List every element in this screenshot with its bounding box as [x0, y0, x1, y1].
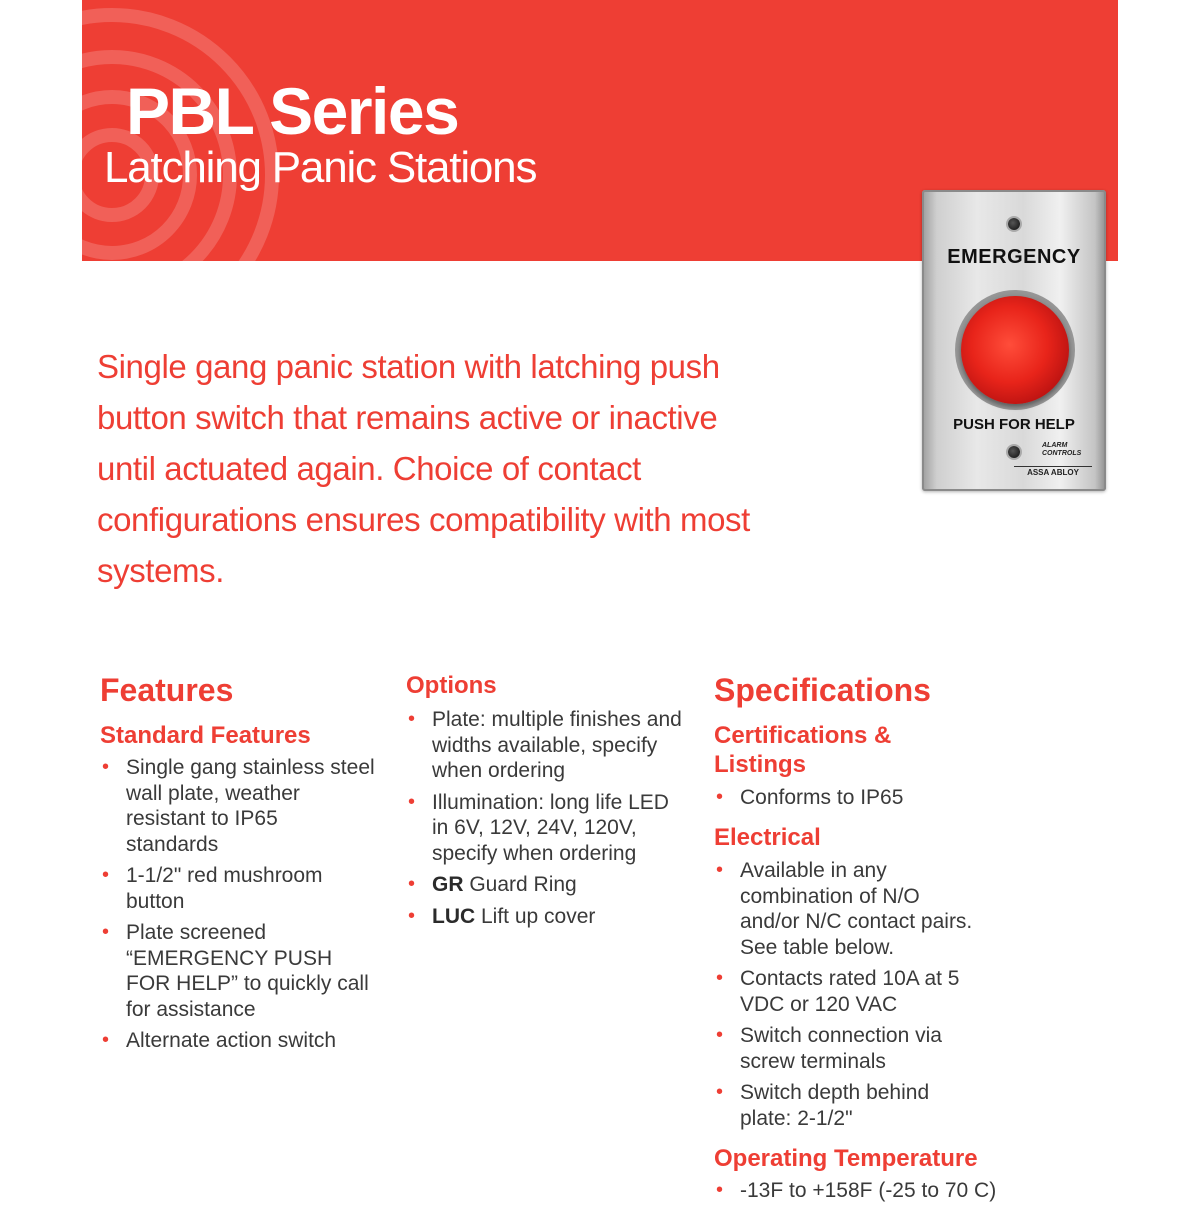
plate-push-text: PUSH FOR HELP [953, 416, 1075, 433]
option-code: GR [432, 873, 464, 896]
list-item: GR Guard Ring [406, 872, 691, 898]
mushroom-button-icon [961, 296, 1069, 404]
certifications-heading: Certifications & Listings [714, 722, 892, 778]
brand-line-1: ALARM [1042, 442, 1068, 449]
options-list: Plate: multiple finishes and widths avai… [406, 707, 691, 935]
brand-assa-abloy: ASSA ABLOY [1014, 466, 1092, 477]
specifications-heading: Specifications [714, 672, 931, 708]
list-item: -13F to +158F (-25 to 70 C) [714, 1178, 1014, 1204]
option-code: LUC [432, 904, 476, 928]
list-item: Switch depth behind plate: 2-1/2" [714, 1080, 974, 1131]
intro-paragraph: Single gang panic station with latching … [97, 348, 750, 589]
list-item: Conforms to IP65 [714, 785, 974, 811]
option-text: Guard Ring [463, 873, 577, 896]
options-heading: Options [406, 672, 497, 699]
list-item: Plate screened “EMERGENCY PUSH FOR HELP”… [100, 920, 375, 1022]
list-item: Contacts rated 10A at 5 VDC or 120 VAC [714, 966, 974, 1017]
features-heading: Features [100, 672, 234, 708]
option-text: Lift up cover [475, 904, 596, 928]
option-text: Plate: multiple finishes and widths avai… [432, 708, 682, 782]
option-text: Illumination: long life LED in 6V, 12V, … [432, 790, 669, 865]
list-item: Alternate action switch [100, 1028, 375, 1054]
list-item: Switch connection via screw terminals [714, 1023, 974, 1074]
temperature-list: -13F to +158F (-25 to 70 C) [714, 1178, 1014, 1210]
header-banner: PBL Series Latching Panic Stations [82, 0, 1118, 261]
screw-icon [1008, 446, 1020, 458]
list-item: Single gang stainless steel wall plate, … [100, 755, 375, 857]
standard-features-heading: Standard Features [100, 722, 311, 749]
page-subtitle: Latching Panic Stations [104, 143, 537, 192]
signal-waves-icon [82, 8, 279, 261]
list-item: LUC Lift up cover [406, 904, 691, 930]
product-image: EMERGENCY PUSH FOR HELP ALARM CONTROLS A… [922, 190, 1106, 491]
page-title: PBL Series [126, 74, 460, 148]
list-item: Illumination: long life LED in 6V, 12V, … [406, 790, 691, 867]
list-item: Plate: multiple finishes and widths avai… [406, 707, 691, 784]
screw-icon [1008, 218, 1020, 230]
electrical-list: Available in any combination of N/O and/… [714, 858, 974, 1137]
brand-line-2: CONTROLS [1042, 450, 1082, 457]
electrical-heading: Electrical [714, 824, 821, 851]
list-item: Available in any combination of N/O and/… [714, 858, 974, 960]
operating-temperature-heading: Operating Temperature [714, 1145, 978, 1172]
brand-mark: ALARM CONTROLS [1042, 442, 1081, 458]
plate-emergency-text: EMERGENCY [947, 246, 1081, 268]
list-item: 1-1/2" red mushroom button [100, 863, 375, 914]
certifications-list: Conforms to IP65 [714, 785, 974, 817]
standard-features-list: Single gang stainless steel wall plate, … [100, 755, 375, 1060]
